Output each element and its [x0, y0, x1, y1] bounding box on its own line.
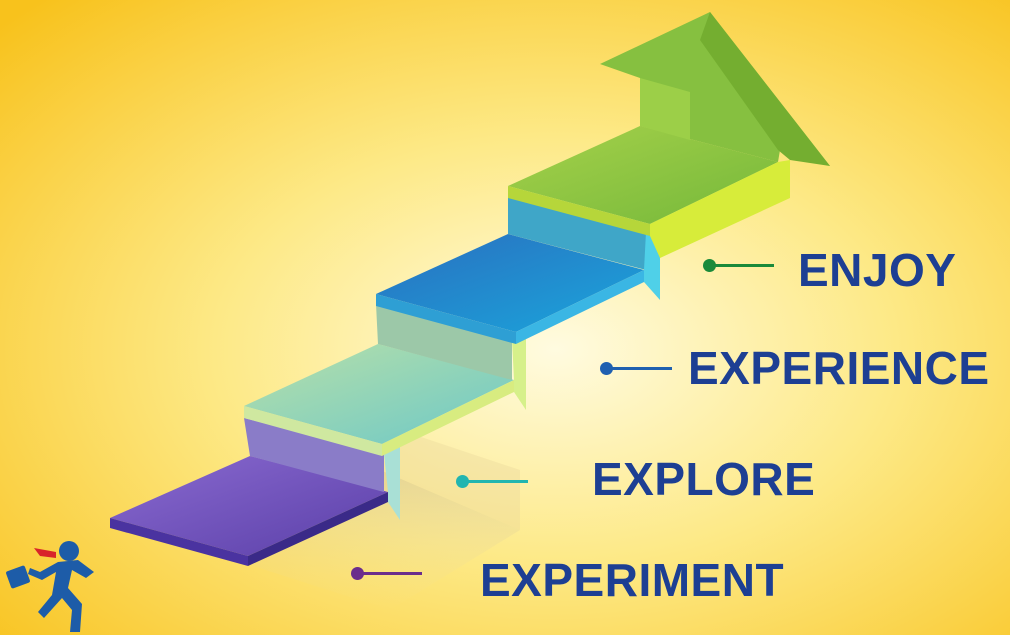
up-arrow-shade — [700, 12, 830, 166]
step-experiment-top — [110, 456, 388, 556]
running-businessman-icon — [6, 541, 94, 632]
step-experience — [376, 196, 660, 344]
explore-marker-line — [466, 480, 528, 483]
up-arrow-shaft-face — [640, 78, 690, 140]
step-label-experiment: EXPERIMENT — [480, 554, 785, 606]
businessman-head — [59, 541, 79, 561]
step-explore-front — [244, 406, 382, 456]
step-experience-top — [376, 234, 644, 332]
step-explore-top — [244, 344, 514, 444]
experience-marker-line — [610, 367, 672, 370]
step-label-experience: EXPERIENCE — [688, 342, 990, 394]
explore-marker-dot — [456, 475, 469, 488]
businessman-tie — [34, 548, 56, 558]
businessman-body — [28, 560, 94, 632]
step-label-explore: EXPLORE — [592, 453, 816, 505]
enjoy-marker-dot — [703, 259, 716, 272]
step-enjoy-front — [508, 186, 650, 236]
step-experience-riser — [508, 196, 646, 270]
step-explore-riser — [376, 304, 512, 380]
step-experience-side — [516, 270, 644, 344]
step-explore-riser-side — [512, 332, 526, 410]
experiment-marker-line — [360, 572, 422, 575]
step-experiment-riser — [244, 418, 384, 492]
step-label-enjoy: ENJOY — [798, 244, 957, 296]
experiment-marker-dot — [351, 567, 364, 580]
step-enjoy-side — [650, 160, 790, 258]
step-enjoy — [508, 126, 790, 258]
step-experiment — [110, 418, 400, 566]
step-experiment-riser-side — [384, 446, 400, 520]
briefcase-icon — [6, 565, 30, 589]
up-arrow-icon — [600, 12, 830, 166]
step-experience-front — [376, 294, 516, 344]
stair-shadow-upper — [380, 430, 520, 530]
experience-marker-dot — [600, 362, 613, 375]
step-enjoy-top — [508, 126, 778, 224]
step-experiment-front — [110, 518, 248, 566]
step-explore-side — [382, 380, 514, 456]
enjoy-marker-line — [712, 264, 774, 267]
step-explore — [244, 304, 526, 456]
step-experiment-side — [248, 492, 388, 566]
